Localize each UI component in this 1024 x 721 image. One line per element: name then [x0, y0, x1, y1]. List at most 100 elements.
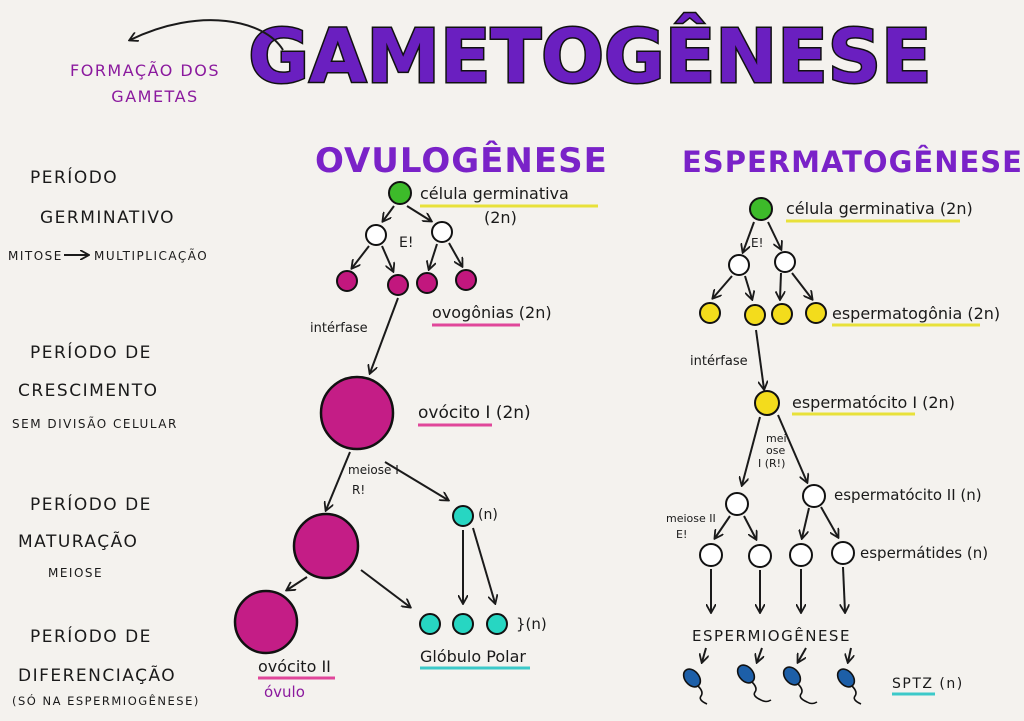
sperm-meiosis2-arrow-a [715, 515, 731, 538]
oocyte1-label: ovócito I (2n) [418, 403, 531, 423]
oocyte2-label: ovócito II [258, 657, 331, 676]
ovulo-mitosis-label: E! [399, 235, 413, 251]
oogonia-cell-1 [336, 270, 358, 292]
sptz-label: SPTZ (n) [892, 676, 964, 692]
period-germinative-line3a: MITOSE [8, 249, 63, 263]
spermatids-label: espermátides (n) [860, 544, 988, 562]
ovulo-arrow-2b [381, 245, 393, 271]
meiosis1-arrow-left [326, 451, 351, 510]
ovulo-arrow-2a [352, 245, 370, 268]
ovulo-cell [233, 589, 299, 655]
polar-body-2-cell [419, 613, 441, 635]
spermatid-arrow-4 [843, 566, 845, 612]
period-maturation: PERÍODO DE MATURAÇÃO MEIOSE [18, 493, 152, 580]
period-maturation-line1: PERÍODO DE [30, 493, 152, 515]
polar-group-ploidy: }(n) [516, 615, 547, 633]
period-differentiation-line2: DIFERENCIAÇÃO [18, 664, 176, 686]
spermatogonia-cell-4 [805, 302, 827, 324]
ovulo-interfase-arrow [370, 297, 399, 373]
spermatocyte2-cell-1 [725, 492, 749, 516]
sperm-meiosis-line3: I (R!) [758, 457, 785, 470]
spermatogonia-label: espermatogônia (2n) [832, 304, 1000, 323]
sperm-germ-label: célula germinativa (2n) [786, 199, 973, 218]
ovulo-germ-ploidy: (2n) [484, 208, 517, 227]
sperm-meiosis1-arrow-right [777, 414, 807, 482]
sperm-meiosis2-line1: meiose II [666, 512, 716, 525]
sperm-germ-cell [749, 197, 773, 221]
page-title: GAMETOGÊNESE [248, 12, 931, 100]
spermiogenesis-arrow-3 [798, 647, 807, 662]
espermatogenese-section: ESPERMATOGÊNESE célula germinativa (2n) … [666, 145, 1023, 705]
espermatogenese-title: ESPERMATOGÊNESE [682, 145, 1023, 179]
subtitle-line2: GAMETAS [111, 87, 198, 106]
sperm-cell-1 [682, 668, 708, 705]
sperm-cell-4 [836, 668, 862, 705]
polar-body-1-cell [452, 505, 474, 527]
sperm-meiosis-line2: ose [766, 444, 785, 457]
sperm-arrow-2b [744, 275, 752, 299]
oogonia-label: ovogônias (2n) [432, 303, 552, 322]
spermatocyte2-cell-2 [802, 484, 826, 508]
sperm-arrow-1b [767, 221, 781, 249]
ovulo-mitosis-cell-1 [365, 224, 387, 246]
sperm-mitosis-cell-1 [728, 254, 750, 276]
period-germinative-line2: GERMINATIVO [40, 208, 175, 228]
sperm-mitosis-label: E! [751, 236, 763, 250]
spermiogenesis-label: ESPERMIOGÊNESE [692, 626, 851, 645]
oocyte1-cell [319, 375, 395, 451]
ovulo-arrow-2c [429, 243, 438, 269]
sperm-arrow-2d [791, 272, 812, 299]
period-maturation-line2: MATURAÇÃO [18, 530, 138, 552]
oogonia-cell-4 [455, 269, 477, 291]
spermatid-cell-3 [789, 543, 813, 567]
period-differentiation-line1: PERÍODO DE [30, 625, 152, 647]
period-germinative-line1: PERÍODO [30, 166, 118, 188]
ovulo-arrow-1b [406, 205, 431, 221]
polar-body-3-cell [452, 613, 474, 635]
sperm-meiosis2-arrow-d [820, 506, 838, 537]
sperm-cell-3 [782, 666, 818, 705]
spermiogenesis-arrow-2 [757, 647, 762, 662]
spermatogonia-cell-3 [771, 303, 793, 325]
meiosis1-reduction-label: R! [352, 483, 365, 497]
spermiogenesis-arrow-1 [702, 647, 706, 662]
spermatid-cell-4 [831, 541, 855, 565]
sperm-cell-2 [736, 664, 772, 703]
ovulo-interfase-label: intérfase [310, 321, 368, 336]
polar-body-1-ploidy: (n) [478, 507, 498, 523]
period-maturation-line3: MEIOSE [48, 566, 103, 580]
oogonia-cell-2 [387, 274, 409, 296]
title-arrow [130, 19, 284, 51]
sperm-meiosis2-arrow-c [802, 507, 810, 538]
sperm-arrow-2a [713, 275, 733, 298]
sperm-meiosis-line1: mei [766, 432, 787, 445]
sperm-meiosis2-line2: E! [676, 528, 687, 541]
oocyte2-polar-arrow [360, 569, 410, 607]
polar-body-label: Glóbulo Polar [420, 647, 526, 666]
ovulo-arrow-2d [448, 242, 462, 266]
period-growth-line2: CRESCIMENTO [18, 381, 159, 401]
polar-arrow-b [472, 527, 495, 603]
spermatocyte1-cell [754, 390, 780, 416]
spermatogonia-cell-1 [699, 302, 721, 324]
oogonia-cell-3 [416, 272, 438, 294]
ovulo-germ-label: célula germinativa [420, 184, 569, 203]
spermatocyte2-label: espermatócito II (n) [834, 486, 982, 504]
ovulo-germ-cell [388, 181, 412, 205]
sperm-arrow-2c [780, 272, 781, 299]
spermatogonia-cell-2 [744, 304, 766, 326]
sperm-mitosis-cell-2 [774, 251, 796, 273]
ovulo-mitosis-cell-2 [431, 221, 453, 243]
subtitle-line1: FORMAÇÃO DOS [70, 61, 220, 80]
ovulo-arrow-1a [383, 205, 395, 221]
period-growth: PERÍODO DE CRESCIMENTO SEM DIVISÃO CELUL… [12, 341, 176, 431]
ovulo-label: óvulo [264, 683, 305, 701]
spermatid-cell-2 [748, 544, 772, 568]
spermatocyte1-label: espermatócito I (2n) [792, 393, 955, 412]
oocyte2-cell [292, 512, 360, 580]
polar-body-4-cell [486, 613, 508, 635]
period-differentiation: PERÍODO DE DIFERENCIAÇÃO (SÓ NA ESPERMIO… [12, 625, 198, 708]
period-germinative-line3b: MULTIPLICAÇÃO [94, 248, 208, 263]
oocyte2-arrow [287, 576, 308, 590]
